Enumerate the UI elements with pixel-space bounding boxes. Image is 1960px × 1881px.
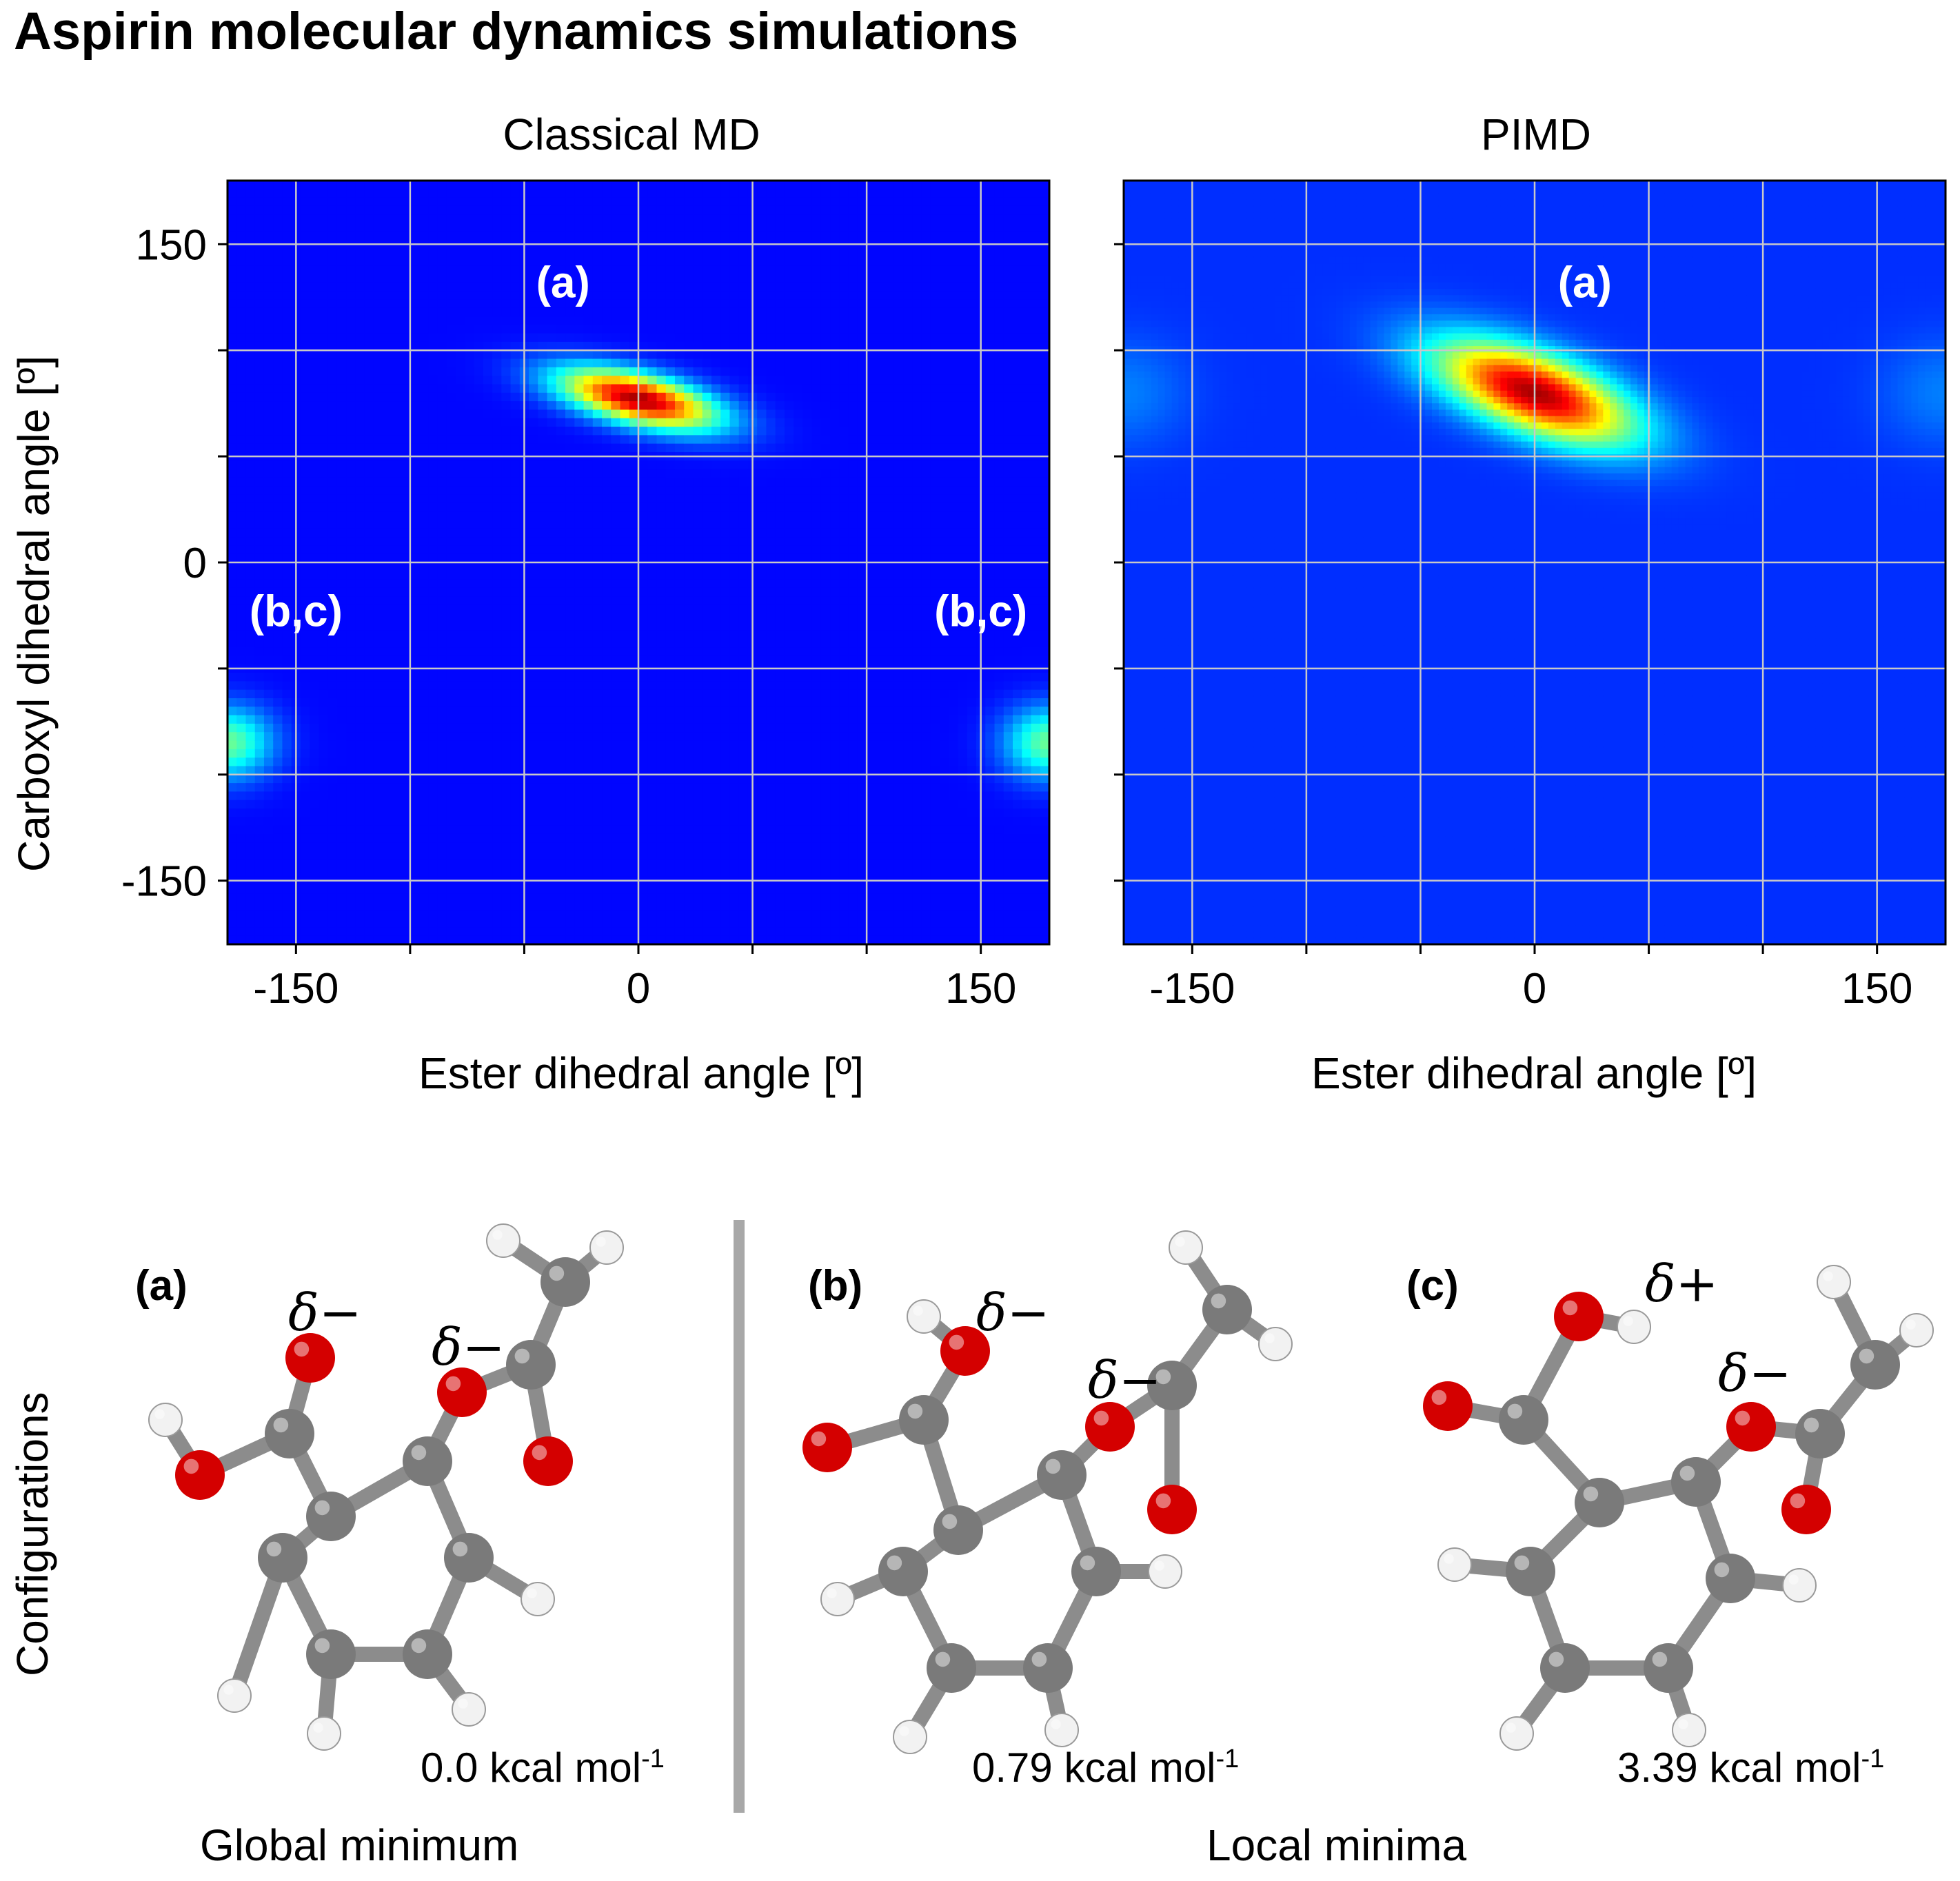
molecule-c-energy: 3.39 kcal mol-1 bbox=[1617, 1744, 1884, 1791]
pimd-x-tick-label: -150 bbox=[1149, 965, 1235, 1013]
molecule-a-delta-carboxyl: δ− bbox=[288, 1283, 362, 1343]
molecule-configurations bbox=[148, 1223, 1934, 1754]
pimd-x-tick-label: 0 bbox=[1523, 965, 1546, 1013]
pimd-grid bbox=[1124, 181, 1946, 944]
molecule-a-delta-ester: δ− bbox=[432, 1318, 505, 1377]
molecule-c-tag: (c) bbox=[1406, 1261, 1459, 1310]
molecule-a-tag: (a) bbox=[135, 1261, 188, 1310]
local-minima-label: Local minima bbox=[1206, 1820, 1466, 1871]
classical-md-x-axis-label: Ester dihedral angle [º] bbox=[228, 1048, 1055, 1099]
molecule-b bbox=[802, 1230, 1293, 1754]
molecule-c bbox=[1423, 1265, 1934, 1751]
classical-md-x-tick-label: 150 bbox=[945, 965, 1016, 1013]
classical-md-y-tick-label: -150 bbox=[121, 858, 207, 906]
classical-md-y-tick-label: 150 bbox=[136, 221, 207, 269]
pimd-x-axis-label: Ester dihedral angle [º] bbox=[1120, 1048, 1948, 1099]
classical-md-x-tick-label: 0 bbox=[627, 965, 650, 1013]
classical-md-annotation: (b,c) bbox=[934, 586, 1027, 636]
classical-md-heatmap: -150 0 150 -150 0 150 (a) (b,c) (b,c) -150 0 150 (a) bbox=[121, 179, 1947, 1013]
section-divider bbox=[734, 1220, 745, 1813]
molecule-b-delta-carboxyl: δ− bbox=[976, 1283, 1050, 1343]
molecule-b-delta-ester: δ− bbox=[1088, 1351, 1162, 1410]
classical-md-title: Classical MD bbox=[218, 109, 1045, 160]
classical-md-grid bbox=[228, 181, 1049, 944]
classical-md-cells bbox=[228, 181, 1050, 945]
molecule-c-delta-hydroxyl: δ+ bbox=[1645, 1254, 1719, 1314]
classical-md-annotation: (b,c) bbox=[250, 586, 343, 636]
classical-md-annotation: (a) bbox=[536, 257, 590, 307]
pimd-x-tick-label: 150 bbox=[1841, 965, 1912, 1013]
classical-md-x-tick-label: -150 bbox=[253, 965, 339, 1013]
molecule-b-tag: (b) bbox=[808, 1261, 862, 1310]
figure-title: Aspirin molecular dynamics simulations bbox=[14, 1, 1018, 61]
global-minimum-label: Global minimum bbox=[200, 1820, 518, 1871]
molecule-b-energy: 0.79 kcal mol-1 bbox=[972, 1744, 1239, 1791]
pimd-annotation: (a) bbox=[1558, 257, 1612, 307]
pimd-cells bbox=[1124, 181, 1946, 945]
molecule-a bbox=[148, 1223, 624, 1751]
classical-md-y-tick-label: 0 bbox=[183, 540, 207, 587]
molecule-a-energy: 0.0 kcal mol-1 bbox=[421, 1744, 665, 1791]
molecule-c-delta-ester: δ− bbox=[1718, 1344, 1792, 1403]
pimd-title: PIMD bbox=[1122, 109, 1950, 160]
